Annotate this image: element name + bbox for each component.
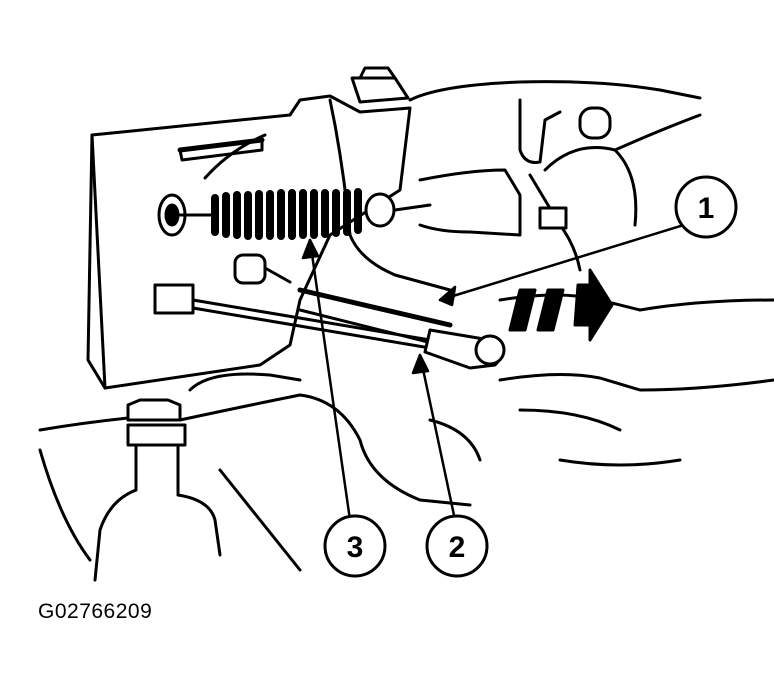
return-spring [178, 188, 432, 240]
callout-2-label: 2 [449, 531, 466, 564]
lower-link-rod [153, 283, 506, 370]
callout-1: 1 [674, 175, 738, 239]
callout-3-label: 3 [347, 531, 364, 564]
lower-housing [38, 372, 774, 582]
mounting-stud [233, 253, 292, 285]
leader-lines [301, 218, 702, 522]
upper-housing [328, 66, 774, 312]
figure-id: G02766209 [38, 600, 153, 623]
mounting-bracket [86, 94, 412, 390]
callout-2: 2 [425, 514, 489, 578]
direction-arrow [508, 268, 614, 342]
callout-3: 3 [323, 514, 387, 578]
callout-1-label: 1 [698, 192, 715, 225]
